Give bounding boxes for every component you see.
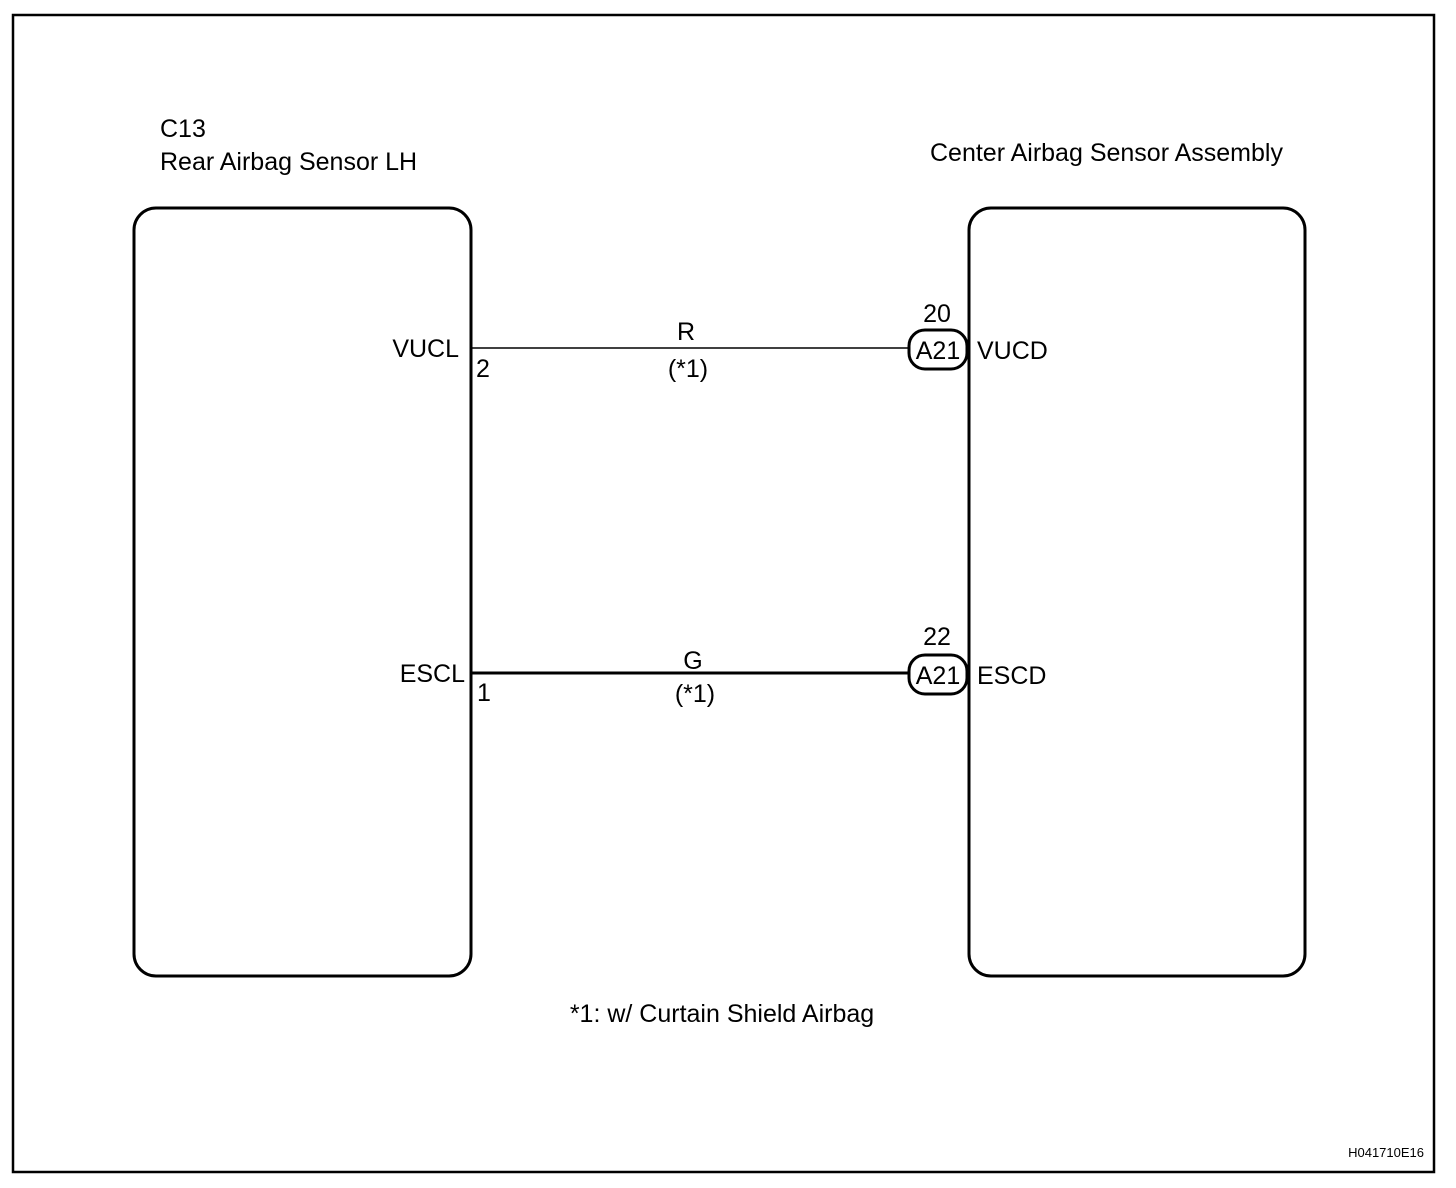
right-terminal-name: VUCD — [977, 337, 1048, 365]
diagram-frame — [11, 13, 1436, 1174]
right-terminal-name: ESCD — [977, 662, 1046, 690]
wire-note: (*1) — [668, 355, 708, 383]
connector-badge — [907, 653, 969, 696]
right-pin-number: 20 — [923, 300, 951, 328]
wire-escl-escd: ESCL 1 G (*1) A21 22 ESCD — [400, 623, 1047, 708]
wire-vucl-vucd: VUCL 2 R (*1) A21 20 VUCD — [392, 300, 1048, 383]
left-pin-number: 2 — [476, 355, 490, 383]
connector-label: A21 — [916, 337, 960, 365]
left-pin-number: 1 — [477, 679, 491, 707]
figure-id: H041710E16 — [1348, 1145, 1424, 1160]
left-component-code: C13 — [160, 115, 206, 143]
left-terminal-name: ESCL — [400, 660, 465, 688]
wire-color: R — [677, 318, 695, 346]
left-component-name: Rear Airbag Sensor LH — [160, 148, 417, 176]
left-terminal-name: VUCL — [392, 335, 459, 363]
footnote: *1: w/ Curtain Shield Airbag — [570, 1000, 874, 1028]
right-component-box — [967, 206, 1307, 978]
wire-color: G — [683, 647, 702, 675]
right-pin-number: 22 — [923, 623, 951, 651]
connector-label: A21 — [916, 662, 960, 690]
wire-note: (*1) — [675, 680, 715, 708]
connector-badge — [907, 328, 969, 371]
right-component-name: Center Airbag Sensor Assembly — [930, 139, 1283, 167]
left-component-box — [132, 206, 473, 978]
